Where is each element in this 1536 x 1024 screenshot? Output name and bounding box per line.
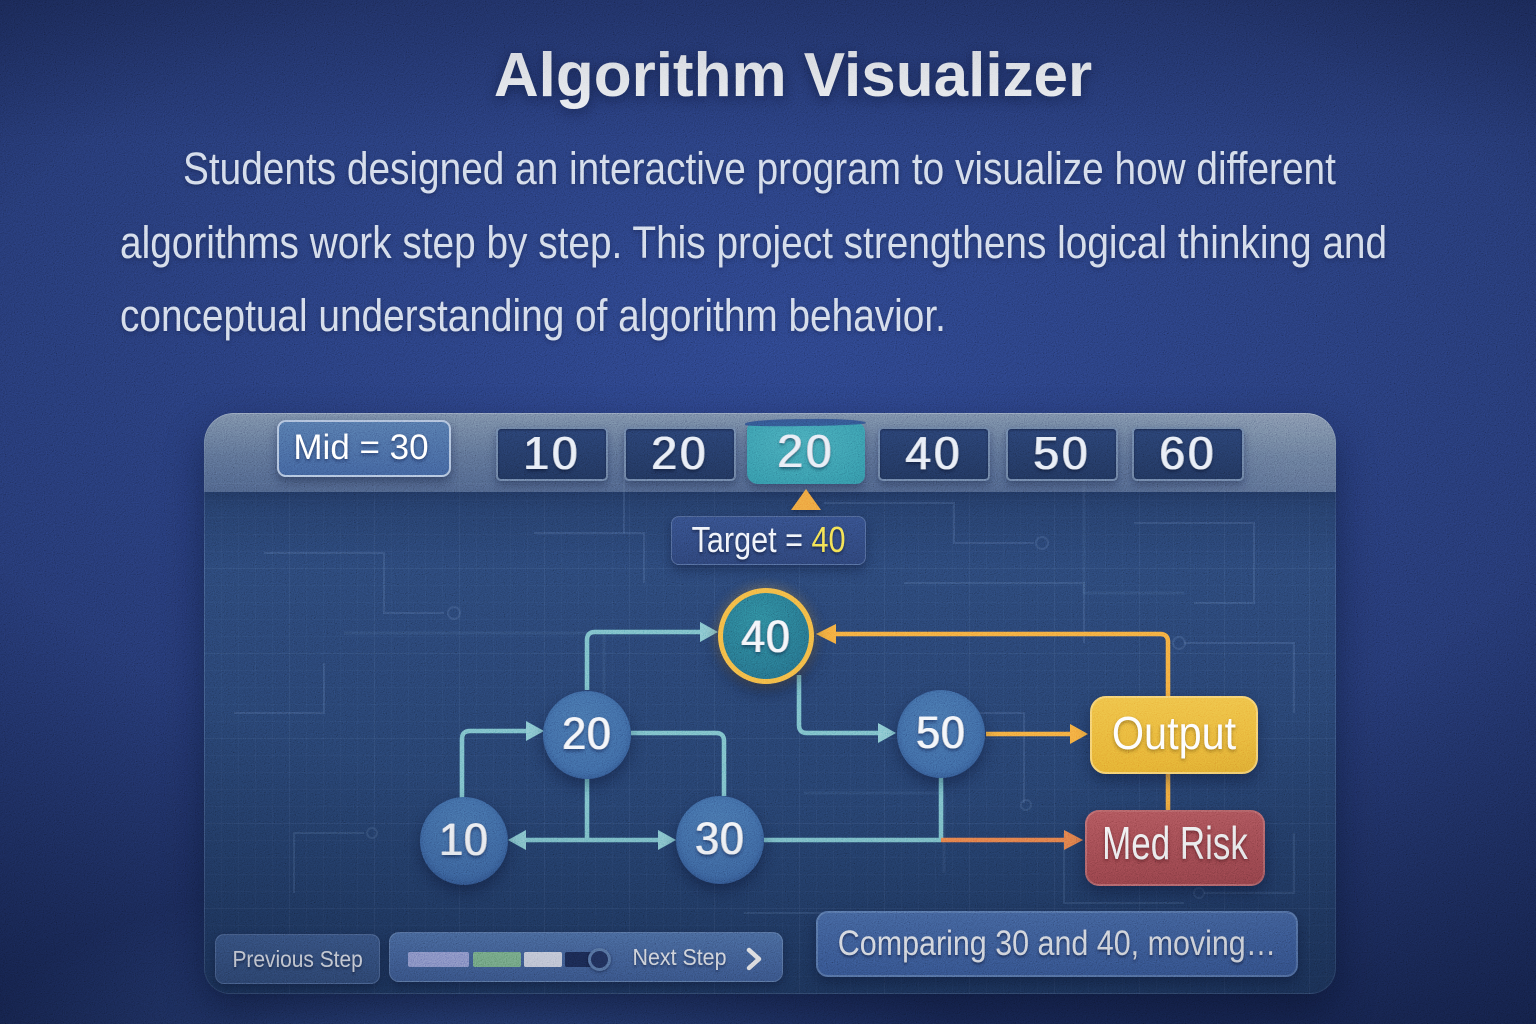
tree-node-30: 30 bbox=[676, 796, 764, 884]
array-cell-0: 10 bbox=[496, 427, 608, 481]
chevron-right-icon bbox=[746, 947, 762, 971]
description-line-1: Students designed an interactive program… bbox=[183, 143, 1336, 194]
description-line-2: algorithms work step by step. This proje… bbox=[120, 217, 1388, 268]
array-cell-5: 60 bbox=[1132, 427, 1244, 481]
progress-segment-2 bbox=[473, 952, 521, 967]
mid-badge: Mid = 30 bbox=[277, 420, 451, 477]
target-pointer-icon bbox=[791, 489, 821, 510]
status-message: Comparing 30 and 40, moving… bbox=[816, 911, 1298, 977]
previous-step-button[interactable]: Previous Step bbox=[215, 934, 380, 984]
next-step-button[interactable]: Next Step bbox=[389, 932, 783, 982]
tree-node-20: 20 bbox=[543, 691, 631, 779]
array-cell-2-highlighted: 20 bbox=[747, 422, 865, 484]
progress-knob[interactable] bbox=[588, 948, 611, 971]
progress-segment-1 bbox=[408, 952, 469, 967]
target-label: Target = bbox=[691, 519, 812, 560]
array-cell-3: 40 bbox=[878, 427, 990, 481]
description-line-3: conceptual understanding of algorithm be… bbox=[120, 290, 946, 341]
tree-node-40-current: 40 bbox=[718, 588, 814, 684]
page-title: Algorithm Visualizer bbox=[493, 41, 1093, 110]
tree-node-10: 10 bbox=[420, 797, 508, 885]
progress-segment-3 bbox=[524, 952, 562, 967]
tree-node-50: 50 bbox=[897, 690, 985, 778]
visualizer-panel: Mid = 30 10 20 20 40 50 60 Target = 40 bbox=[204, 413, 1336, 994]
target-box: Target = 40 bbox=[671, 516, 866, 565]
target-value: 40 bbox=[811, 519, 846, 560]
output-box: Output bbox=[1090, 696, 1258, 774]
next-step-label: Next Step bbox=[632, 944, 727, 970]
array-cell-1: 20 bbox=[624, 427, 736, 481]
array-cell-4: 50 bbox=[1006, 427, 1118, 481]
med-risk-box: Med Risk bbox=[1085, 810, 1265, 886]
